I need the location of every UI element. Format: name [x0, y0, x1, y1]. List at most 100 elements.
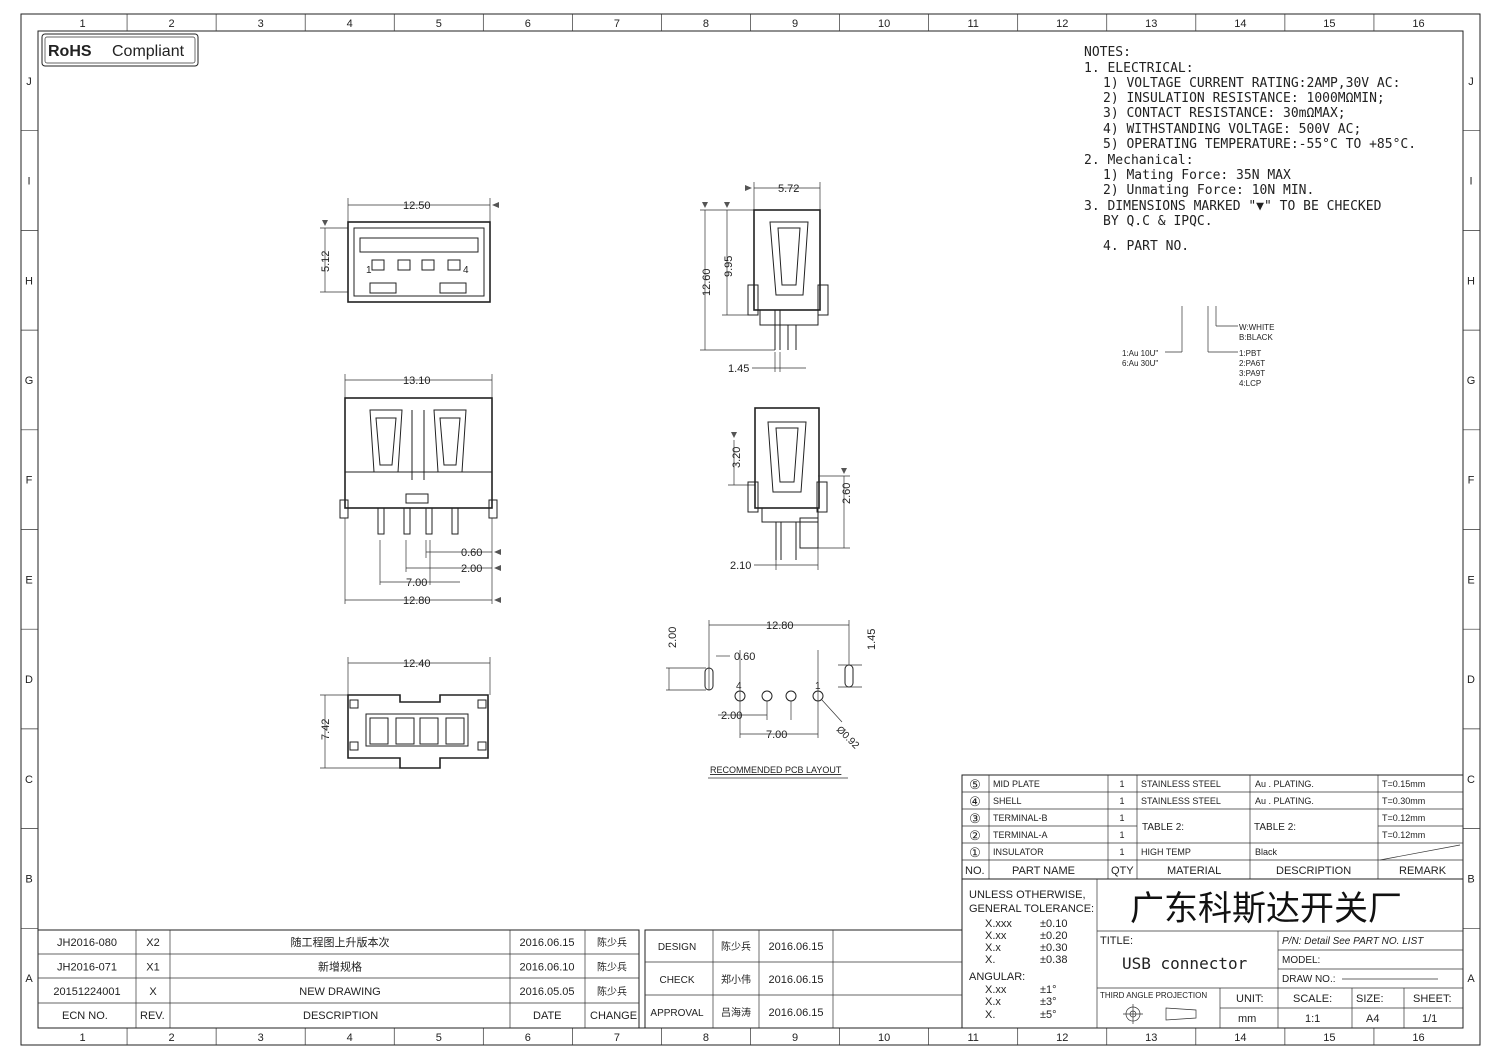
top-view: 12.50 5.12 1 4 — [320, 198, 499, 303]
bom-qty: 1 — [1119, 847, 1124, 857]
column-label: 2 — [169, 18, 175, 30]
column-label: 11 — [967, 18, 978, 30]
rev-rev: X2 — [146, 937, 159, 949]
angular-value: ±1° — [1040, 984, 1057, 996]
model-label: MODEL: — [1282, 955, 1320, 966]
pcb-pin-1-label: 1 — [815, 681, 821, 692]
row-label: D — [25, 674, 33, 686]
pcb-pitch-dim: 2.00 — [721, 710, 742, 722]
bom-no: ① — [969, 845, 981, 860]
rev-header-date: DATE — [533, 1010, 562, 1022]
sheet-value: 1/1 — [1422, 1013, 1437, 1025]
column-label: 8 — [703, 18, 709, 30]
column-label: 6 — [525, 18, 531, 30]
approval-name: 郑小伟 — [721, 973, 751, 986]
side2-h1-dim: 3.20 — [731, 447, 743, 468]
pcb-slot-h-dim: 2.00 — [667, 627, 679, 648]
column-label: 16 — [1412, 1032, 1424, 1044]
row-label: I — [1469, 176, 1472, 188]
scale-label: SCALE: — [1293, 993, 1332, 1005]
front-pitch-dim: 2.00 — [461, 563, 482, 575]
column-label: 6 — [525, 1032, 531, 1044]
side-view: 5.72 12.60 9.95 1.45 — [700, 182, 829, 375]
pcb-pin-4-label: 4 — [736, 681, 742, 692]
part-number-legend: W:WHITE B:BLACK 1:Au 10U" 6:Au 30U" 1:PB… — [1122, 306, 1274, 388]
row-label: F — [1468, 475, 1475, 487]
company-name: 广东科斯达开关厂 — [1130, 889, 1402, 929]
row-label: B — [1467, 873, 1474, 885]
rev-header-desc: DESCRIPTION — [303, 1010, 378, 1022]
note-line: 4) WITHSTANDING VOLTAGE: 500V AC; — [1103, 122, 1361, 137]
pcb-span-dim: 7.00 — [766, 729, 787, 741]
top-width-dim: 12.50 — [403, 200, 431, 212]
bom-no: ③ — [969, 811, 981, 826]
column-label: 7 — [614, 18, 620, 30]
rohs-badge: RoHS Compliant — [41, 33, 199, 67]
bom-header-qty: QTY — [1111, 865, 1134, 877]
approval-name: 陈少兵 — [721, 940, 751, 953]
bom-qty: 1 — [1119, 830, 1124, 840]
material-option: 1:PBT — [1239, 349, 1261, 358]
front-pin-dim: 0.60 — [461, 547, 482, 559]
column-label: 15 — [1323, 1032, 1335, 1044]
row-label: J — [26, 76, 32, 88]
bom-part-name: SHELL — [993, 796, 1022, 806]
rev-change: 陈少兵 — [597, 961, 627, 974]
color-option: B:BLACK — [1239, 333, 1273, 342]
rev-header-change: CHANGE — [590, 1010, 637, 1022]
row-label: H — [1467, 275, 1475, 287]
angular-value: ±3° — [1040, 996, 1057, 1008]
tolerance-key: X.xx — [985, 930, 1007, 942]
material-option: 4:LCP — [1239, 379, 1261, 388]
bottom-view: 12.40 7.42 — [320, 657, 491, 769]
bom-material: STAINLESS STEEL — [1141, 779, 1221, 789]
compliant-label: Compliant — [112, 43, 185, 60]
row-label: A — [25, 973, 33, 985]
row-label: G — [1467, 375, 1476, 387]
tolerance-value: ±0.20 — [1040, 930, 1067, 942]
row-label: C — [1467, 774, 1475, 786]
bom-no: ② — [969, 828, 981, 843]
column-label: 15 — [1323, 18, 1335, 30]
size-value: A4 — [1366, 1013, 1379, 1025]
note-line: 2) Unmating Force: 10N MIN. — [1103, 183, 1314, 198]
bom-description: Au . PLATING. — [1255, 796, 1314, 806]
note-line: 2. Mechanical: — [1084, 153, 1194, 168]
angular-value: ±5° — [1040, 1009, 1057, 1021]
color-option: W:WHITE — [1239, 323, 1274, 332]
pcb-layout: 12.80 2.00 0.60 1.45 4 1 2.00 7.00 Ø0.92… — [666, 620, 878, 779]
drawing-title: USB connector — [1122, 954, 1248, 973]
rev-header-rev: REV. — [140, 1010, 165, 1022]
bom-header-material: MATERIAL — [1167, 865, 1221, 877]
front-span-dim: 7.00 — [406, 577, 427, 589]
notes-block: NOTES: 1. ELECTRICAL: 1) VOLTAGE CURRENT… — [1084, 45, 1416, 254]
bom-qty: 1 — [1119, 796, 1124, 806]
pin-1-label: 1 — [366, 265, 372, 276]
tolerance-value: ±0.10 — [1040, 918, 1067, 930]
column-label: 4 — [347, 18, 353, 30]
bom-no: ④ — [969, 794, 981, 809]
bom-header-no: NO. — [965, 865, 985, 877]
bom-material: STAINLESS STEEL — [1141, 796, 1221, 806]
tolerance-key: X.x — [985, 942, 1001, 954]
row-label: C — [25, 774, 33, 786]
top-height-dim: 5.12 — [320, 251, 332, 272]
drawing-no-label: DRAW NO.: — [1282, 974, 1336, 985]
column-label: 16 — [1412, 18, 1424, 30]
bom-remark: T=0.12mm — [1382, 830, 1425, 840]
side-view-2: 3.20 2.60 2.10 — [728, 407, 853, 572]
column-label: 11 — [967, 1032, 978, 1044]
column-label: 8 — [703, 1032, 709, 1044]
column-label: 1 — [79, 18, 85, 30]
row-label: D — [1467, 674, 1475, 686]
column-label: 7 — [614, 1032, 620, 1044]
angular-key: X.xx — [985, 984, 1007, 996]
material-option: 3:PA9T — [1239, 369, 1265, 378]
tolerance-value: ±0.30 — [1040, 942, 1067, 954]
tolerance-key: X. — [985, 954, 995, 966]
